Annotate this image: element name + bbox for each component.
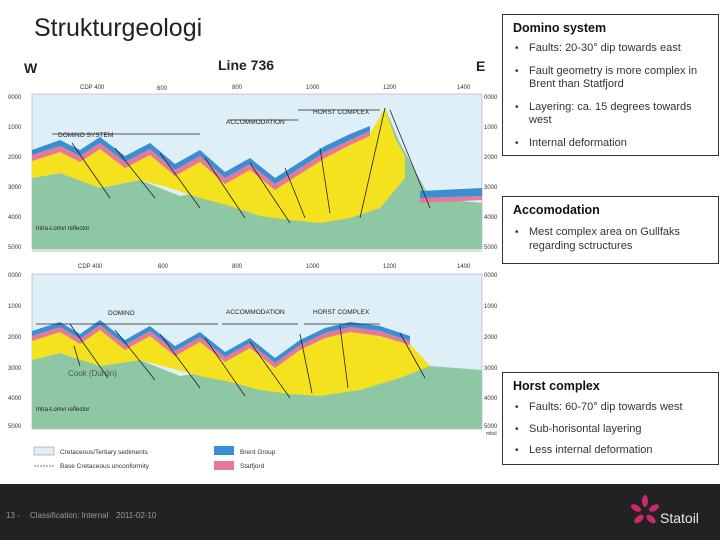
domino-system-list: Faults: 20-30° dip towards east Fault ge… [503, 42, 718, 150]
east-label: E [476, 58, 485, 74]
accommodation-title: Accomodation [513, 203, 600, 217]
top-cdp-label: 800 [232, 85, 243, 91]
bottom-depth-left: 3000 [8, 366, 22, 372]
top-intra-text: Intra-Lomvi reflector [36, 226, 89, 232]
horst-complex-box: Horst complex Faults: 60-70° dip towards… [502, 372, 719, 465]
top-depth-right: 0000 [484, 95, 498, 101]
top-cdp-label: CDP 400 [80, 85, 105, 91]
bottom-domino-text: DOMINO [108, 310, 135, 317]
accommodation-box: Accomodation Mest complex area on Gullfa… [502, 196, 719, 264]
top-depth-left: 3000 [8, 185, 22, 191]
legend-cretaceous-text: Cretaceous/Tertiary sediments [60, 449, 149, 456]
bottom-depth-right: 2000 [484, 335, 498, 341]
bottom-depth-right: 3000 [484, 366, 498, 372]
domino-system-box: Domino system Faults: 20-30° dip towards… [502, 14, 719, 156]
top-cdp-label: 1000 [306, 85, 320, 91]
bottom-section: CDP 400 600 800 1000 1200 1400 0000 1000… [8, 264, 498, 437]
bullet-item: Layering: ca. 15 degrees towards west [503, 101, 718, 128]
bullet-item: Mest complex area on Gullfaks regarding … [503, 226, 718, 253]
bottom-cdp-label: 1200 [383, 264, 397, 270]
bottom-cdp-label: CDP 400 [78, 264, 103, 270]
bottom-accommodation-text: ACCOMMODATION [226, 309, 285, 316]
bullet-item: Internal deformation [503, 137, 718, 151]
bullet-item: Faults: 20-30° dip towards east [503, 42, 718, 56]
top-cdp-label: 1400 [457, 85, 471, 91]
top-depth-right: 4000 [484, 215, 498, 221]
bottom-depth-left: 0000 [8, 273, 22, 279]
legend-statfjord-text: Statfjord [240, 463, 265, 470]
slide-title: Strukturgeologi [34, 14, 203, 42]
footer-date: 2011-02-10 [116, 511, 157, 520]
legend-brent-text: Brent Group [240, 449, 276, 456]
line-label: Line 736 [218, 57, 274, 73]
bottom-depth-right: 4000 [484, 396, 498, 402]
bottom-depth-right: 5000 [484, 424, 498, 430]
west-label: W [24, 60, 38, 76]
top-cdp-label: 1200 [383, 85, 397, 91]
legend-statfjord-swatch [214, 461, 234, 470]
legend-cretaceous-swatch [33, 446, 55, 456]
top-depth-left: 4000 [8, 215, 22, 221]
footer-bar [0, 484, 720, 540]
legend-brent-swatch [214, 446, 234, 455]
bottom-depth-left: 4000 [8, 396, 22, 402]
bottom-cook-text: Cook (Dunlin) [68, 369, 117, 378]
bottom-depth-unit: mbsl [486, 431, 497, 437]
top-section: CDP 400 600 800 1000 1200 1400 0000 1000… [8, 85, 498, 252]
top-depth-left: 2000 [8, 155, 22, 161]
domino-system-title: Domino system [513, 21, 607, 35]
top-depth-right: 5000 [484, 245, 498, 251]
footer-classification: Classification: Internal [30, 511, 109, 520]
bottom-depth-left: 2000 [8, 335, 22, 341]
bottom-depth-right: 1000 [484, 304, 498, 310]
statoil-star-icon [631, 495, 659, 524]
top-depth-right: 1000 [484, 125, 498, 131]
statoil-logo-text: Statoil [660, 510, 699, 526]
bottom-intra-text: Intra-Lomvi reflector [36, 407, 89, 413]
horst-complex-title: Horst complex [513, 379, 600, 393]
bottom-horst-text: HORST COMPLEX [313, 309, 370, 316]
top-depth-left: 0000 [8, 95, 22, 101]
bottom-cdp-label: 1000 [306, 264, 320, 270]
bottom-cdp-label: 800 [232, 264, 243, 270]
top-horst-label: HORST COMPLEX [313, 109, 370, 116]
legend: Cretaceous/Tertiary sediments Base Creta… [33, 446, 276, 470]
accommodation-list: Mest complex area on Gullfaks regarding … [503, 226, 718, 253]
bullet-item: Sub-horisontal layering [503, 423, 718, 437]
top-depth-left: 1000 [8, 125, 22, 131]
top-depth-right: 3000 [484, 185, 498, 191]
statoil-logo [630, 494, 660, 534]
top-accommodation-text: ACCOMMODATION [226, 119, 285, 126]
bottom-depth-left: 5000 [8, 424, 22, 430]
top-horst-text: HORST COMPLEX [313, 109, 370, 116]
footer-page-number: 13 - [6, 511, 20, 520]
cross-section-figure: W Line 736 E CDP 400 600 800 1000 1200 1… [0, 48, 500, 478]
bottom-depth-right: 0000 [484, 273, 498, 279]
top-depth-right: 2000 [484, 155, 498, 161]
bottom-depth-left: 1000 [8, 304, 22, 310]
bottom-cdp-label: 600 [158, 264, 169, 270]
top-cdp-label: 600 [157, 86, 168, 92]
bullet-item: Fault geometry is more complex in Brent … [503, 65, 718, 92]
bullet-item: Less internal deformation [503, 444, 718, 458]
top-domino-text: DOMINO SYSTEM [58, 132, 113, 139]
bottom-cdp-label: 1400 [457, 264, 471, 270]
horst-complex-list: Faults: 60-70° dip towards west Sub-hori… [503, 401, 718, 458]
bullet-item: Faults: 60-70° dip towards west [503, 401, 718, 415]
top-depth-left: 5000 [8, 245, 22, 251]
legend-base-cretaceous-text: Base Cretaceous unconformity [60, 463, 150, 470]
